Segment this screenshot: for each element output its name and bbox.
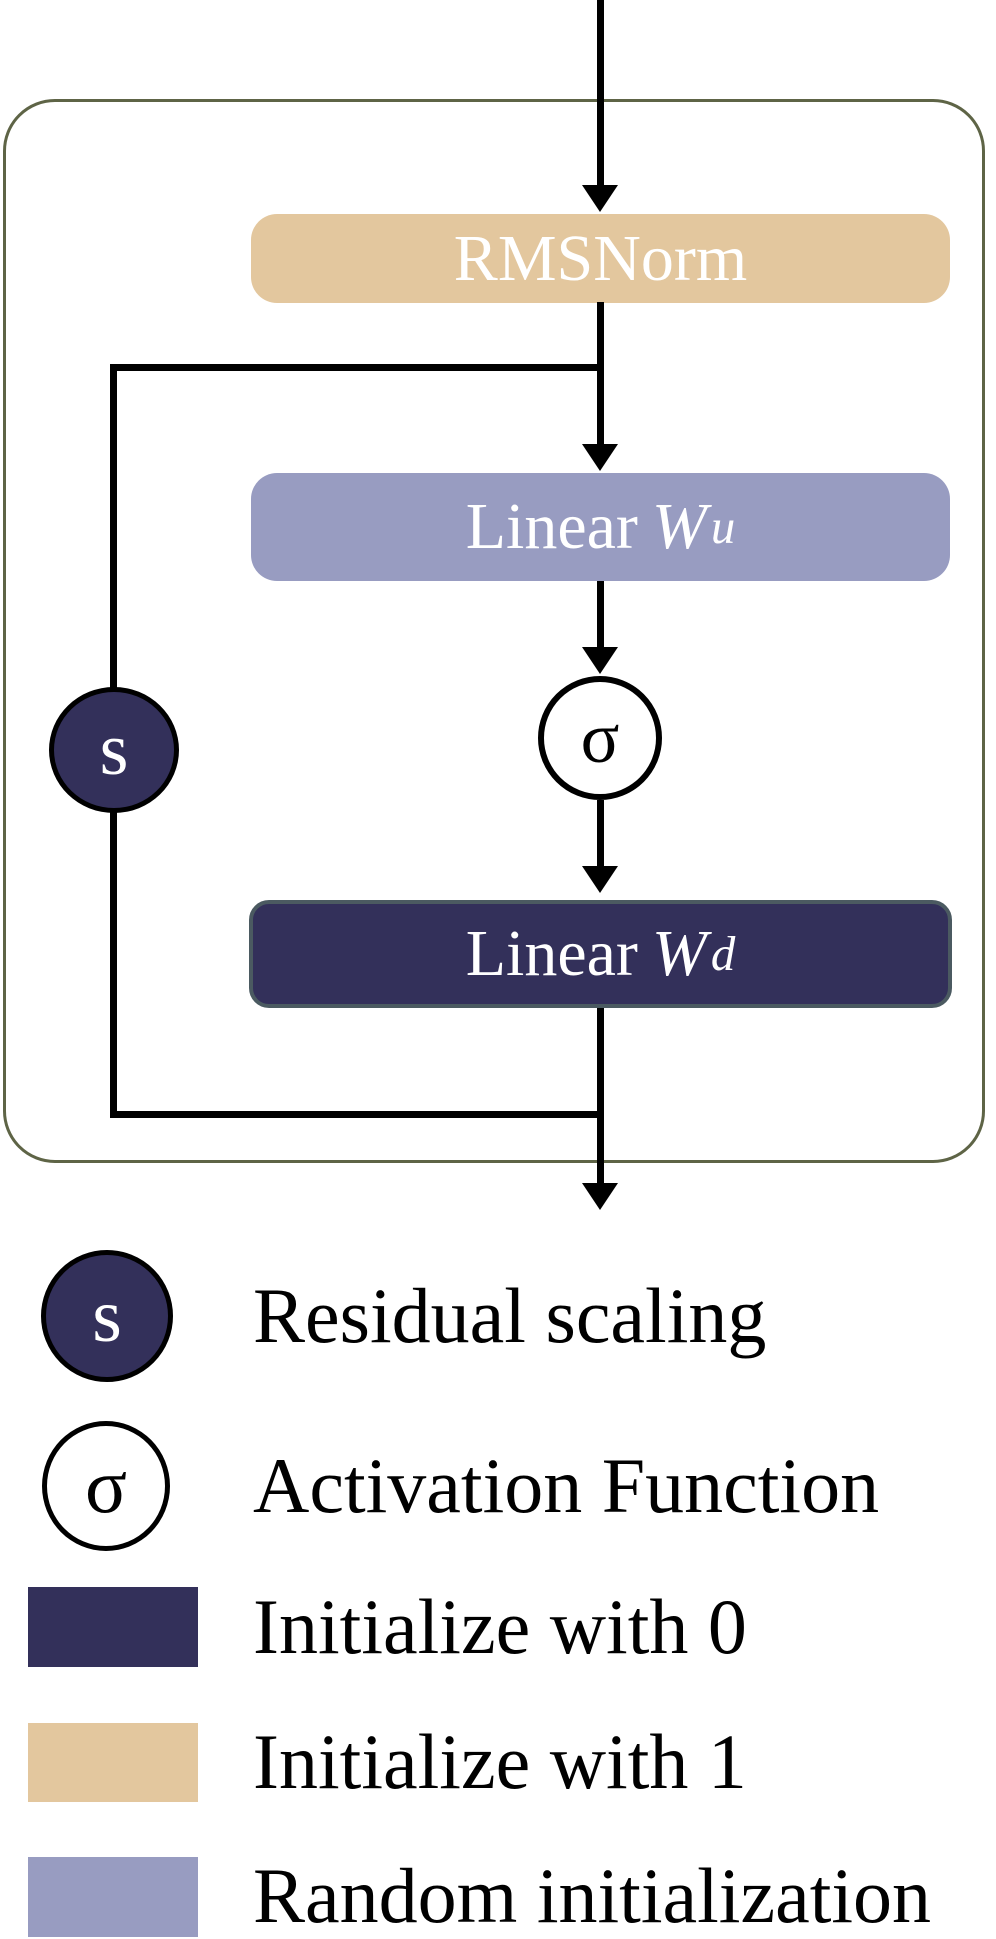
input-arrowhead-icon <box>582 185 618 212</box>
legend-init-zero-label: Initialize with 0 <box>253 1583 747 1670</box>
legend-init-one-swatch <box>28 1723 198 1802</box>
residual-branch-top-line <box>110 364 603 371</box>
residual-scaling-node: s <box>49 687 179 813</box>
legend-random-init-label: Random initialization <box>253 1852 932 1939</box>
rmsnorm-block: RMSNorm <box>251 214 950 303</box>
rmsnorm-output-line <box>597 302 604 445</box>
legend-init-zero-swatch <box>28 1587 198 1667</box>
output-arrowhead-icon <box>582 1183 618 1210</box>
activation-symbol: σ <box>580 698 620 778</box>
activation-arrowhead-icon <box>582 647 618 674</box>
linear-up-output-line <box>597 581 604 648</box>
legend-activation-icon: σ <box>42 1421 170 1551</box>
rmsnorm-label: RMSNorm <box>453 221 748 295</box>
linear-down-label: Linear <box>465 917 638 990</box>
residual-scaling-symbol: s <box>99 709 129 791</box>
linear-up-label: Linear <box>465 490 638 563</box>
legend-init-one-label: Initialize with 1 <box>253 1718 747 1805</box>
legend-residual-scaling-symbol: s <box>92 1274 122 1358</box>
residual-branch-bottom-line <box>110 1111 600 1118</box>
linear-up-arrowhead-icon <box>582 444 618 471</box>
input-flow-line <box>597 0 604 186</box>
legend-activation-symbol: σ <box>84 1442 128 1529</box>
linear-up-superscript: u <box>710 498 736 554</box>
output-flow-line <box>597 1008 604 1184</box>
linear-up-weight: W <box>651 490 707 563</box>
activation-node: σ <box>538 676 662 800</box>
legend-residual-scaling-label: Residual scaling <box>253 1272 767 1359</box>
linear-down-weight: W <box>651 917 707 990</box>
legend-random-init-swatch <box>28 1857 198 1937</box>
linear-down-arrowhead-icon <box>582 866 618 893</box>
linear-down-superscript: d <box>710 925 736 981</box>
activation-output-line <box>597 800 604 867</box>
adapter-block-container <box>3 99 985 1163</box>
legend-residual-scaling-icon: s <box>41 1250 173 1382</box>
legend-activation-label: Activation Function <box>253 1442 880 1529</box>
